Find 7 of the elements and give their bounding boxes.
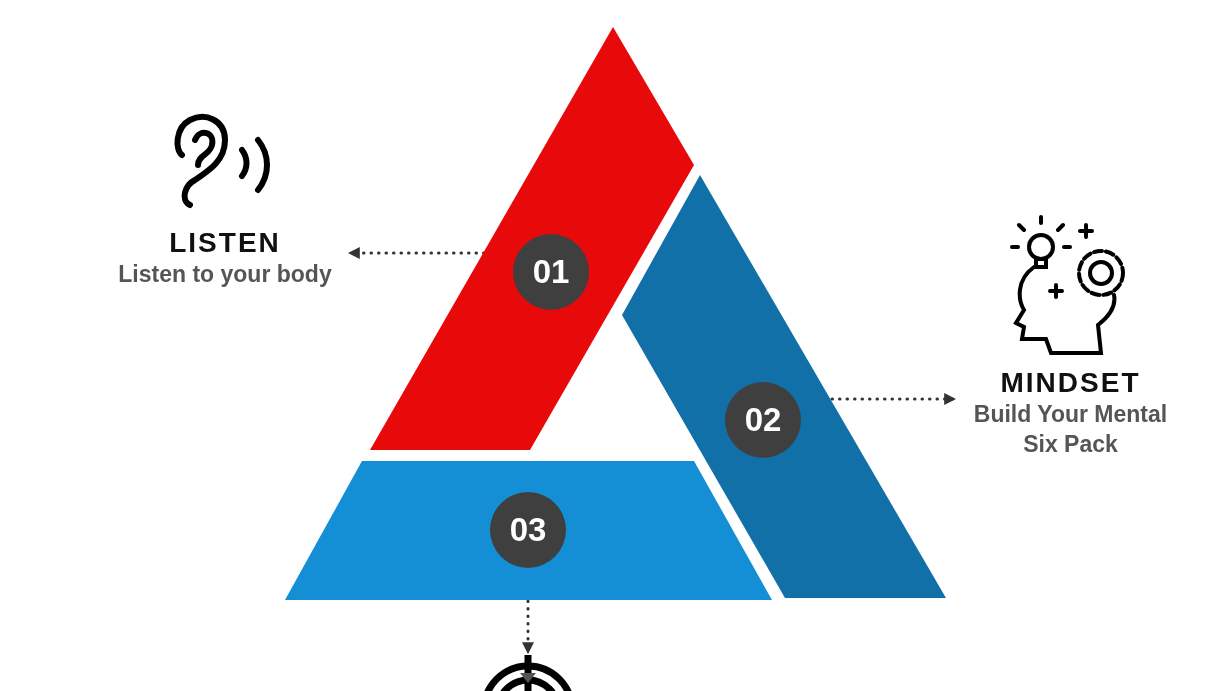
step-description: Build Your Mental Six Pack [972, 400, 1169, 459]
step-heading: MINDSET [999, 367, 1142, 399]
step-heading: LISTEN [168, 227, 282, 259]
dotted-arrow [830, 393, 957, 405]
dotted-arrow [522, 599, 534, 655]
step-description: Listen to your body [117, 260, 333, 289]
dotted-arrow [347, 247, 486, 259]
